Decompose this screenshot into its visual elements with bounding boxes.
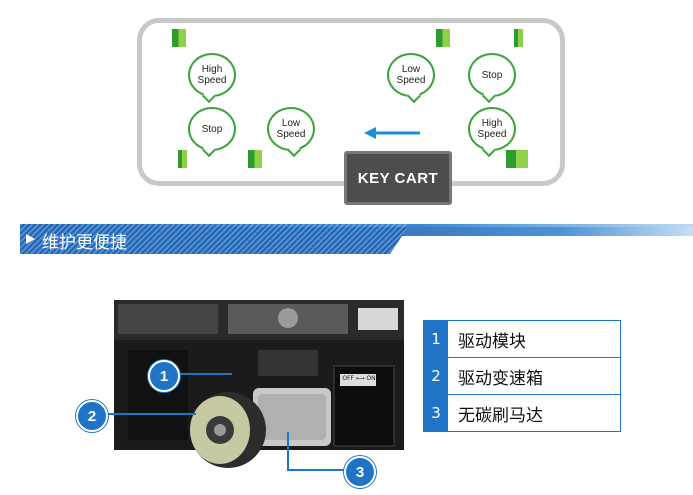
callout-1: 1 — [148, 360, 180, 392]
legend-row: 2 驱动变速箱 — [423, 357, 621, 394]
speed-label-stop-right: Stop — [468, 53, 516, 97]
track-marker-top-right — [514, 29, 523, 47]
parts-legend: 1 驱动模块 2 驱动变速箱 3 无碳刷马达 — [423, 320, 621, 432]
speed-label-stop-left: Stop — [188, 107, 236, 151]
track-marker-top-left — [172, 29, 186, 47]
power-switch-label: OFF ⟷ ON — [342, 375, 376, 382]
legend-label: 驱动模块 — [448, 321, 620, 357]
speed-label-low-left: Low Speed — [267, 107, 315, 151]
callout-2: 2 — [76, 400, 108, 432]
legend-row: 3 无碳刷马达 — [423, 394, 621, 432]
track-marker-top-mid — [436, 29, 450, 47]
speed-label-high-right: High Speed — [468, 107, 516, 151]
section-banner: 维护更便捷 — [20, 224, 693, 254]
legend-row: 1 驱动模块 — [423, 320, 621, 357]
track-marker-bottom-mid — [248, 150, 262, 168]
speed-label-low-right: Low Speed — [387, 53, 435, 97]
track-marker-bottom-left — [178, 150, 187, 168]
legend-number: 2 — [424, 358, 448, 394]
direction-arrow-icon — [364, 127, 420, 139]
key-cart-box: KEY CART — [344, 151, 452, 205]
callout-3: 3 — [344, 456, 376, 488]
legend-label: 无碳刷马达 — [448, 395, 620, 431]
legend-number: 3 — [424, 395, 448, 431]
track-loop: High Speed Stop Low Speed Low Speed Stop… — [137, 18, 565, 186]
section-title: 维护更便捷 — [42, 233, 127, 253]
drive-unit-illustration — [114, 300, 404, 468]
track-marker-bottom-right — [506, 150, 528, 168]
speed-label-high-left: High Speed — [188, 53, 236, 97]
legend-number: 1 — [424, 321, 448, 357]
legend-label: 驱动变速箱 — [448, 358, 620, 394]
play-arrow-icon — [26, 234, 35, 244]
